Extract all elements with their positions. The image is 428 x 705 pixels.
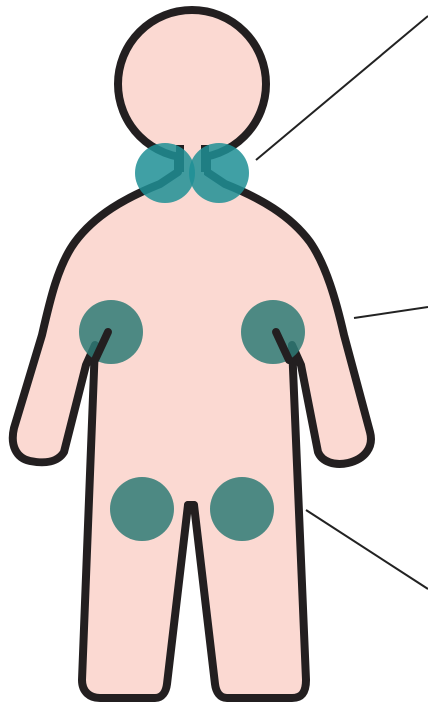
- groin-right-node: [210, 477, 274, 541]
- leader-line-groin: [306, 510, 428, 589]
- head-shape: [118, 10, 266, 158]
- human-body-outline-icon: [13, 152, 371, 698]
- neck-right-node: [189, 143, 249, 203]
- leader-line-armpit: [354, 307, 428, 318]
- groin-left-node: [110, 477, 174, 541]
- neck-left-node: [135, 143, 195, 203]
- leader-line-neck: [256, 16, 428, 160]
